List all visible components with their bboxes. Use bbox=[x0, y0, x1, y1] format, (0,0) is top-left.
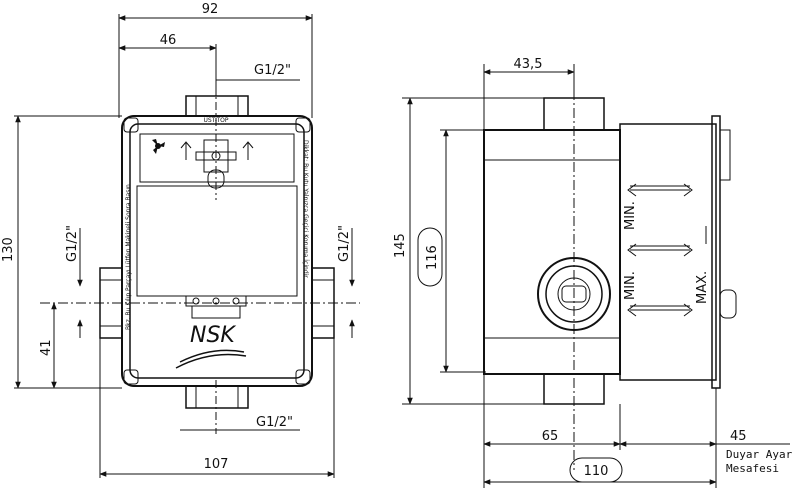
dim-92: 92 bbox=[202, 2, 219, 17]
side-view: 43,5 145 116 bbox=[393, 57, 793, 488]
fan-icon bbox=[152, 139, 165, 154]
right-side-text: Dikkat: Bu Kutu Yalnızca Geçici Koruma İ… bbox=[302, 140, 309, 278]
thread-top-label: G1/2" bbox=[254, 63, 291, 78]
thread-right-label: G1/2" bbox=[337, 225, 352, 262]
dim-46: 46 bbox=[160, 33, 177, 48]
front-view: 92 46 G1/2" ÜST-TOP bbox=[1, 2, 360, 478]
adjust-arrows bbox=[627, 183, 693, 317]
thread-left-label: G1/2" bbox=[65, 225, 80, 262]
dim-130: 130 bbox=[1, 237, 16, 262]
dim-45: 45 bbox=[730, 429, 747, 444]
bottom-valve-cluster bbox=[185, 295, 247, 319]
adjust-note-line1: Duyar Ayar bbox=[726, 448, 793, 461]
arrow-up-icon bbox=[180, 141, 254, 160]
valve-body bbox=[537, 257, 611, 331]
dim-41: 41 bbox=[39, 339, 54, 356]
dim-116: 116 bbox=[425, 245, 440, 270]
label-min-top: MIN. bbox=[623, 201, 638, 230]
dim-110: 110 bbox=[584, 464, 609, 479]
dim-65: 65 bbox=[542, 429, 559, 444]
top-label: ÜST-TOP bbox=[204, 117, 229, 124]
thread-bottom-label: G1/2" bbox=[256, 415, 293, 430]
dim-43-5: 43,5 bbox=[514, 57, 543, 72]
left-side-text: Bkz. Bu Kılıp Parçayı Lütfen Makineli So… bbox=[125, 184, 132, 330]
adjust-note-line2: Mesafesi bbox=[726, 462, 779, 475]
label-max: MAX. bbox=[695, 271, 710, 304]
dim-107: 107 bbox=[204, 457, 229, 472]
brand-logo: NSK bbox=[190, 323, 236, 348]
dim-145: 145 bbox=[393, 233, 408, 258]
label-min-bottom: MIN. bbox=[623, 271, 638, 300]
